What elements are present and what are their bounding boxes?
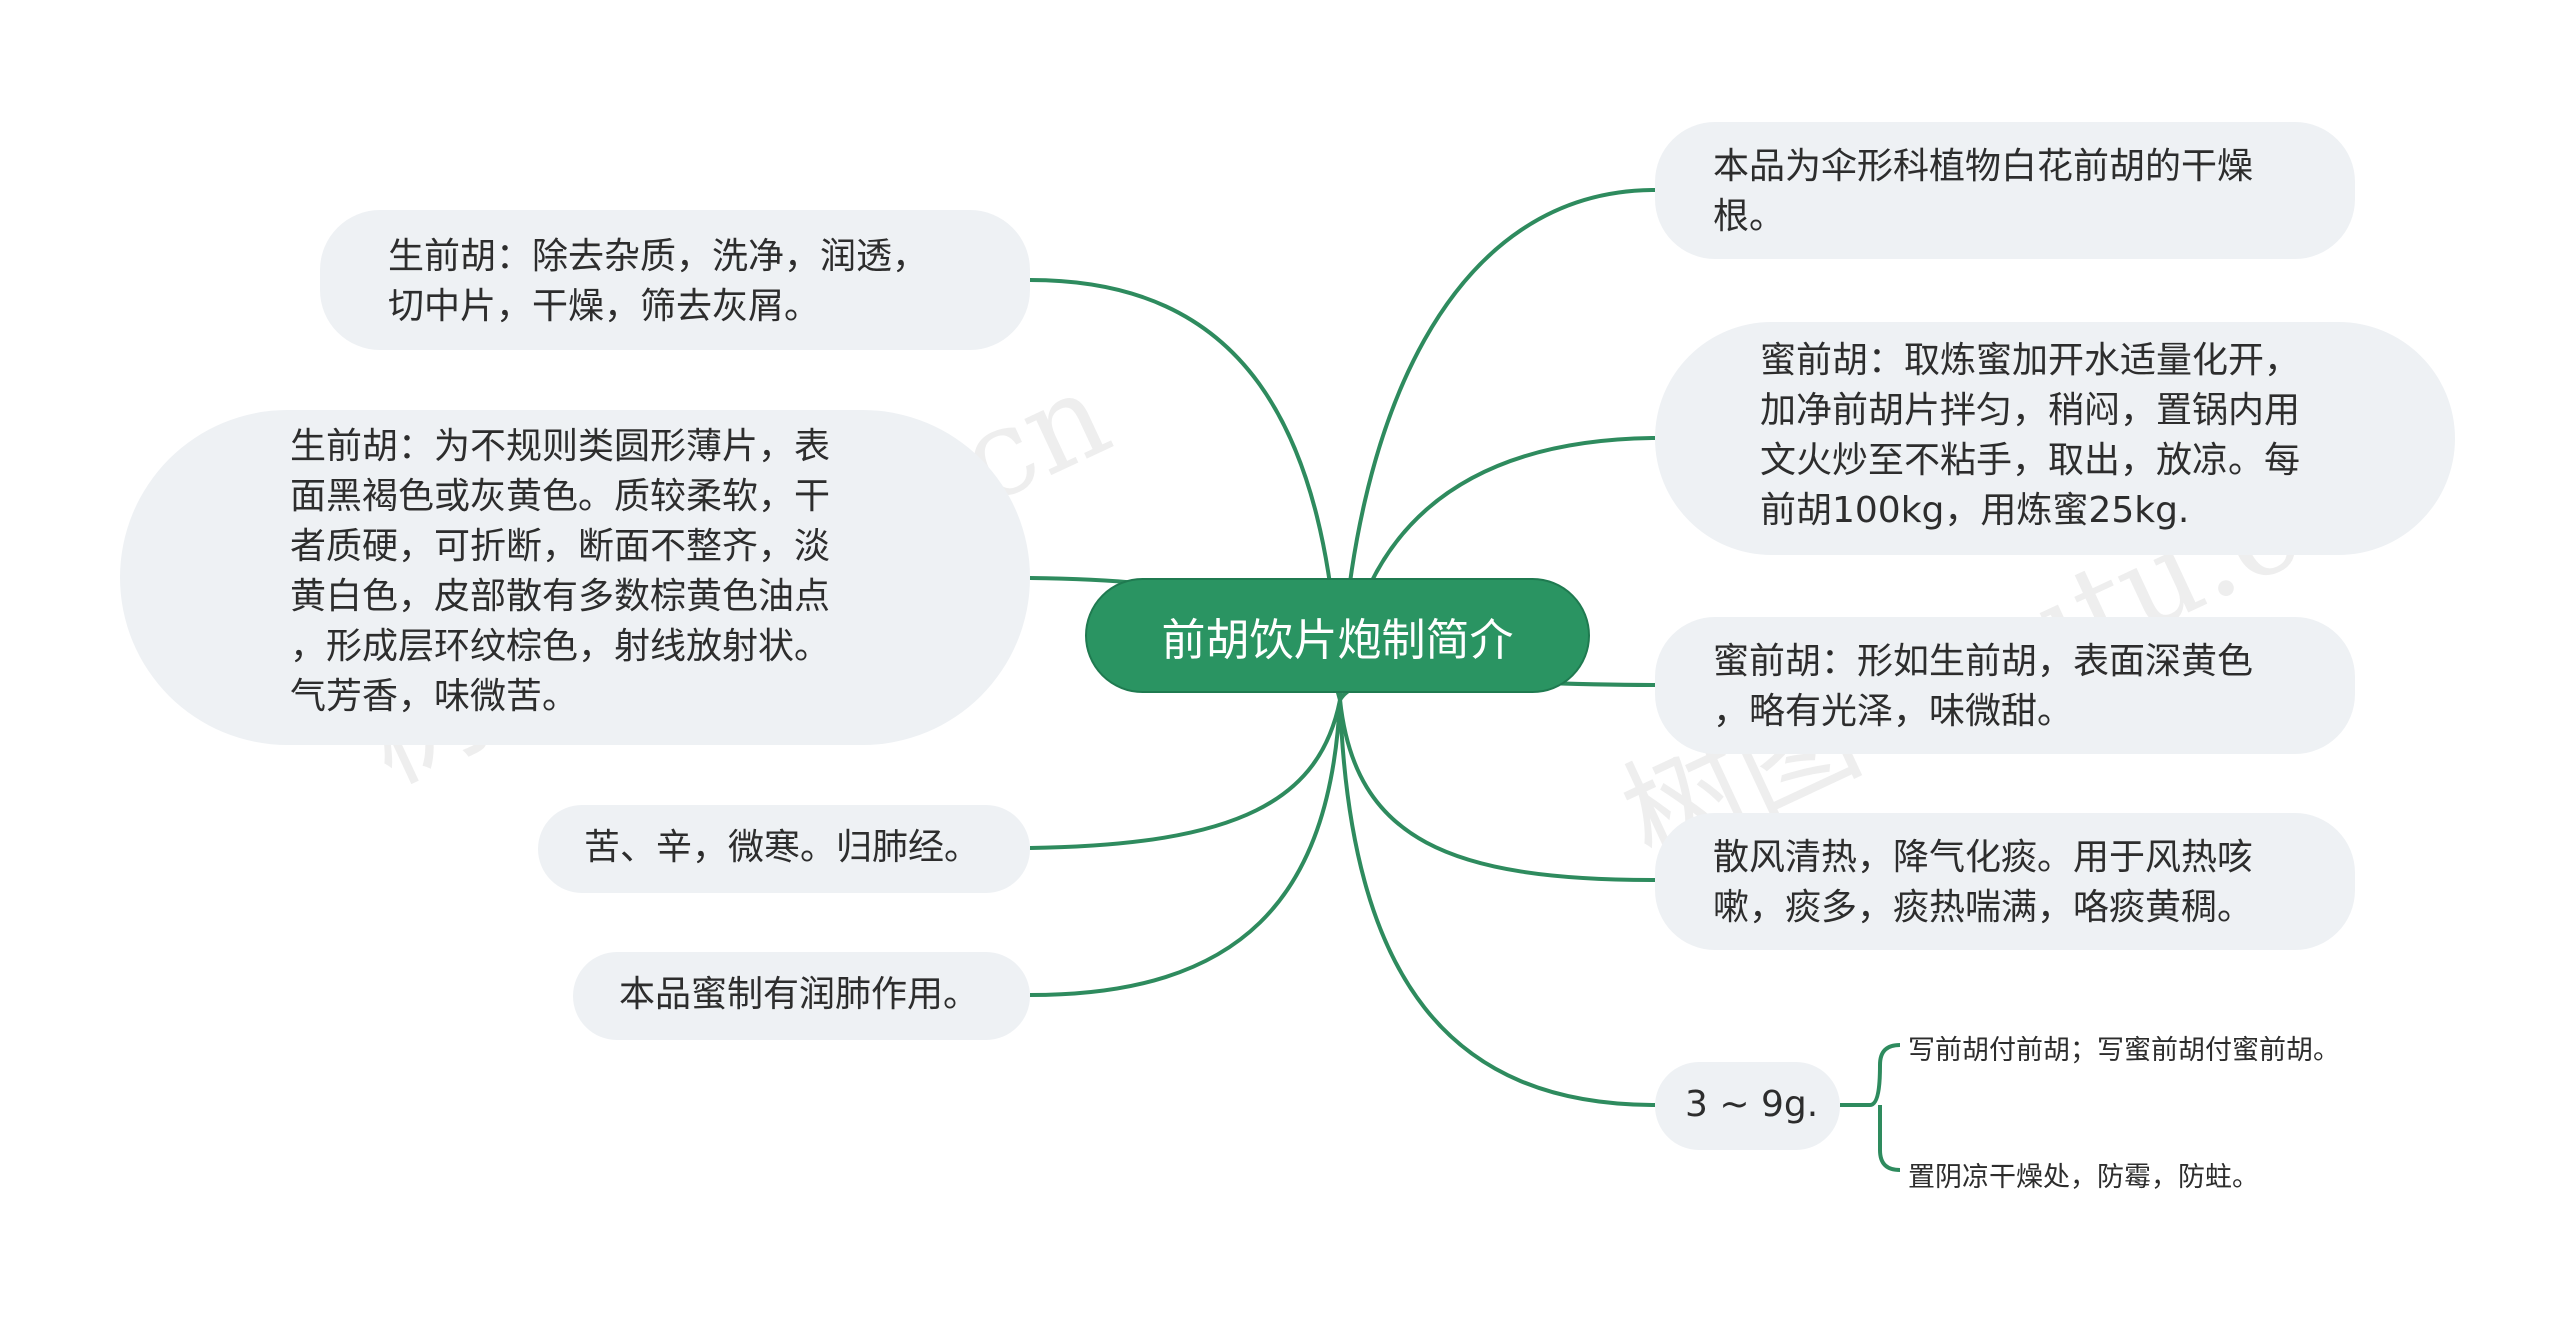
link-left-3: [1029, 699, 1342, 850]
topic-dosage[interactable]: 3 ~ 9g.: [1655, 1062, 1840, 1150]
topic-honey-processing[interactable]: 蜜前胡：取炼蜜加开水适量化开， 加净前胡片拌匀，稍闷，置锅内用 文火炒至不粘手，…: [1655, 322, 2455, 555]
topic-source[interactable]: 本品为伞形科植物白花前胡的干燥 根。: [1655, 122, 2355, 259]
topic-honey-appearance[interactable]: 蜜前胡：形如生前胡，表面深黄色 ，略有光泽，味微甜。: [1655, 617, 2355, 754]
link-right-4: [1338, 699, 1656, 882]
topic-raw-appearance[interactable]: 生前胡：为不规则类圆形薄片，表 面黑褐色或灰黄色。质较柔软，干 者质硬，可折断，…: [120, 410, 1030, 745]
topic-function[interactable]: 散风清热，降气化痰。用于风热咳 嗽，痰多，痰热喘满，咯痰黄稠。: [1655, 813, 2355, 950]
leaf-prescription[interactable]: 写前胡付前胡；写蜜前胡付蜜前胡。: [1908, 1035, 2340, 1066]
topic-honey-effect[interactable]: 本品蜜制有润肺作用。: [573, 952, 1030, 1040]
central-topic[interactable]: 前胡饮片炮制简介: [1085, 578, 1590, 693]
topic-processing-raw[interactable]: 生前胡：除去杂质，洗净，润透， 切中片，干燥，筛去灰屑。: [320, 210, 1030, 350]
link-right-5: [1338, 699, 1656, 1107]
leaf-storage[interactable]: 置阴凉干燥处，防霉，防蛀。: [1908, 1162, 2259, 1193]
link-left-4: [1029, 699, 1342, 997]
link-sub: [1840, 1043, 1901, 1172]
topic-nature-meridian[interactable]: 苦、辛，微寒。归肺经。: [538, 805, 1030, 893]
